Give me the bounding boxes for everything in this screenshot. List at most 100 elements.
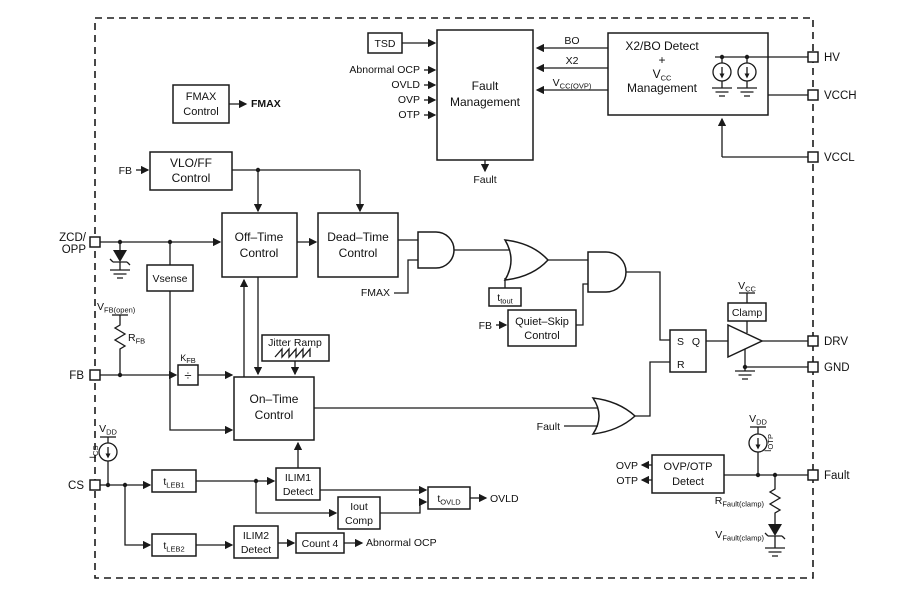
pin-zcd-opp: ZCD/ OPP	[59, 232, 101, 256]
ilim2-line2: Detect	[241, 544, 271, 556]
block-clamp: Clamp	[727, 302, 767, 322]
latch-q-label: Q	[692, 336, 700, 348]
pin-zcd-label-2: OPP	[62, 244, 87, 256]
block-iout-comp: Iout Comp	[337, 496, 381, 530]
pins: ZCD/ OPP FB CS HV VCCH VCCL DRV G	[59, 51, 857, 492]
or-gate-2	[591, 397, 637, 435]
pin-fb: FB	[69, 369, 101, 382]
driver-ground-symbol	[734, 370, 756, 380]
ioutcomp-line2: Comp	[345, 515, 373, 527]
label-vdd-otp: VDD	[749, 413, 767, 427]
sr-latch: S R Q	[669, 329, 707, 373]
startup-current-source-2	[737, 62, 757, 82]
x2bo-line1: X2/BO Detect	[625, 39, 699, 53]
block-ilim1-detect: ILIM1 Detect	[275, 467, 321, 501]
block-on-time-control: On–Time Control	[233, 376, 315, 441]
label-fmax-gate: FMAX	[361, 287, 390, 299]
label-x2: X2	[566, 55, 579, 67]
pin-gnd: GND	[807, 361, 850, 374]
tovld-label: tOVLD	[437, 493, 461, 507]
tleb2-label: tLEB2	[163, 540, 184, 554]
ground-symbol	[764, 547, 786, 557]
label-vfault-clamp: VFault(clamp)	[715, 529, 764, 543]
ovpotp-line2: Detect	[672, 476, 704, 488]
sawtooth-waveform-icon	[274, 347, 311, 359]
block-fault-management: Fault Management	[436, 29, 534, 161]
rfault-clamp-resistor	[769, 485, 781, 517]
and-gate-2	[587, 251, 627, 293]
fault-management-line1: Fault	[472, 79, 499, 93]
otp-current-source	[748, 433, 768, 453]
label-vcc-clamp: VCC	[738, 280, 756, 294]
label-ovld-in: OVLD	[391, 79, 420, 91]
block-jitter-ramp: Jitter Ramp	[261, 334, 330, 362]
quietskip-line2: Control	[524, 330, 559, 342]
block-quiet-skip-control: Quiet–Skip Control	[507, 309, 577, 347]
block-tsd: TSD	[367, 32, 403, 54]
pin-zcd-label-1: ZCD/	[59, 232, 87, 244]
block-tovld-timer: tOVLD	[427, 486, 471, 510]
x2bo-line3: VCC	[653, 67, 672, 83]
and-gate-1	[417, 231, 455, 269]
ilim1-line2: Detect	[283, 486, 313, 498]
label-rfault-clamp: RFault(clamp)	[715, 495, 765, 509]
block-tsd-label: TSD	[375, 38, 396, 50]
junction-dots	[105, 54, 778, 488]
x2bo-line2: +	[658, 53, 665, 67]
pin-hv: HV	[807, 51, 840, 64]
startup-current-source-1	[712, 62, 732, 82]
blocks: TSD Fault Management X2/BO Detect + VCC …	[146, 29, 769, 559]
fmax-control-line2: Control	[183, 106, 218, 118]
block-tleb2: tLEB2	[151, 533, 197, 557]
block-vsense: Vsense	[146, 264, 194, 292]
block-off-time-control: Off–Time Control	[221, 212, 298, 278]
vsense-label: Vsense	[152, 273, 187, 285]
signal-labels: Abnormal OCP OVLD OVP OTP BO X2 VCC(OVP)…	[88, 35, 775, 549]
pin-vccl: VCCL	[807, 151, 855, 164]
ontime-line2: Control	[255, 408, 294, 422]
block-fb-divider: ÷	[177, 364, 199, 386]
pin-drv: DRV	[807, 335, 848, 348]
block-vlo-ff-control: VLO/FF Control	[149, 151, 233, 191]
ttout-label: ttout	[497, 292, 513, 306]
pin-hv-label: HV	[824, 52, 840, 64]
block-x2bo-vcc-management: X2/BO Detect + VCC Management	[607, 32, 769, 116]
block-ttout-timer: ttout	[488, 287, 522, 307]
block-ilim2-detect: ILIM2 Detect	[233, 525, 279, 559]
label-ovp-detect: OVP	[616, 460, 638, 472]
pin-vcch-label: VCCH	[824, 90, 857, 102]
label-rfb: RFB	[128, 332, 145, 346]
vloff-line2: Control	[172, 171, 211, 185]
block-fmax-control: FMAX Control	[172, 84, 230, 124]
vloff-line1: VLO/FF	[170, 156, 212, 170]
label-vcc-ovp: VCC(OVP)	[553, 77, 592, 91]
block-tleb1: tLEB1	[151, 469, 197, 493]
pin-gnd-label: GND	[824, 362, 850, 374]
wires	[100, 38, 808, 550]
label-fmax-out: FMAX	[251, 98, 281, 110]
or-gate-1	[503, 239, 550, 281]
ovpotp-line1: OVP/OTP	[664, 461, 713, 473]
offtime-line1: Off–Time	[235, 230, 284, 244]
ontime-line1: On–Time	[250, 392, 299, 406]
label-fb-vloff: FB	[119, 165, 132, 177]
ilim2-line1: ILIM2	[243, 530, 269, 542]
latch-s-label: S	[677, 336, 684, 348]
label-otp-in: OTP	[398, 109, 420, 121]
deadtime-line2: Control	[339, 246, 378, 260]
quietskip-line1: Quiet–Skip	[515, 316, 569, 328]
cs-current-source	[98, 442, 118, 462]
block-count4: Count 4	[295, 532, 345, 554]
fmax-control-line1: FMAX	[186, 91, 217, 103]
offtime-line2: Control	[240, 246, 279, 260]
fault-management-line2: Management	[450, 95, 521, 109]
clamp-label: Clamp	[732, 307, 763, 319]
latch-r-label: R	[677, 359, 685, 371]
label-ics: ICS	[88, 446, 100, 459]
label-abnormal-ocp-in: Abnormal OCP	[349, 64, 420, 76]
ground-symbol	[109, 269, 131, 279]
label-otp-detect: OTP	[616, 475, 638, 487]
label-iotp: IOTP	[763, 434, 775, 452]
